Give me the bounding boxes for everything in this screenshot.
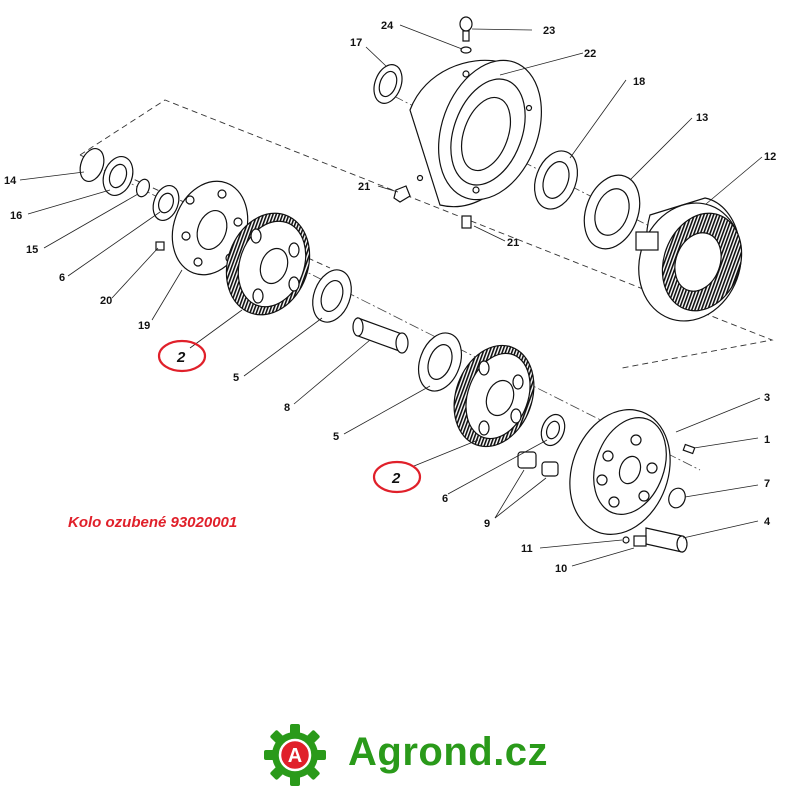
callout-20: 20	[100, 295, 112, 307]
bushing	[517, 451, 559, 477]
bearing	[312, 269, 352, 323]
eye-bolt	[459, 16, 473, 54]
drain-plug	[393, 185, 472, 229]
callout-5-lower: 5	[333, 431, 339, 443]
callout-24: 24	[381, 20, 394, 32]
small-parts-right	[622, 443, 696, 553]
callout-6-upper: 6	[59, 272, 65, 284]
small-parts-left	[79, 147, 180, 251]
housing	[409, 59, 542, 208]
highlight-number: 2	[176, 349, 186, 366]
brand-footer[interactable]: A Agrond.cz	[262, 722, 582, 790]
callout-11: 11	[521, 543, 533, 555]
callout-18: 18	[633, 76, 645, 88]
callout-12: 12	[764, 151, 776, 163]
callout-9: 9	[484, 518, 490, 530]
callout-15: 15	[26, 244, 38, 256]
callout-13: 13	[696, 112, 708, 124]
callout-3: 3	[764, 392, 770, 404]
gear-logo-icon: A	[264, 724, 326, 786]
brand-name: Agrond.cz	[348, 730, 549, 774]
highlight-marker: 2	[157, 339, 207, 373]
callout-5-upper: 5	[233, 372, 239, 384]
bearing	[533, 150, 641, 250]
callout-14: 14	[4, 175, 17, 187]
callout-7: 7	[764, 478, 770, 490]
planet-gear	[225, 212, 311, 316]
callout-21-upper: 21	[358, 181, 370, 193]
logo-letter: A	[288, 745, 302, 767]
bearing	[540, 413, 566, 447]
callout-16: 16	[10, 210, 22, 222]
callout-23: 23	[543, 25, 555, 37]
seal-ring	[373, 64, 403, 104]
callout-6-lower: 6	[442, 493, 448, 505]
part-caption: Kolo ozubené 93020001	[68, 514, 238, 531]
callout-8: 8	[284, 402, 290, 414]
callout-4: 4	[764, 516, 771, 528]
ring-gear-hub	[635, 197, 743, 322]
callout-19: 19	[138, 320, 150, 332]
callout-10: 10	[555, 563, 567, 575]
callout-1: 1	[764, 434, 770, 446]
callout-21-lower: 21	[507, 237, 519, 249]
callout-17: 17	[350, 37, 362, 49]
callout-labels: 23 24 17 22 18 13 12 21 21 14 16 15 6 20…	[4, 20, 776, 575]
planet-shaft	[352, 317, 409, 354]
callout-22: 22	[584, 48, 596, 60]
leader-lines	[19, 24, 763, 567]
highlight-number: 2	[391, 470, 401, 487]
bearing	[417, 332, 463, 392]
planet-carrier-flange	[569, 409, 671, 535]
highlight-marker: 2	[372, 460, 422, 494]
planet-gear	[453, 344, 535, 448]
